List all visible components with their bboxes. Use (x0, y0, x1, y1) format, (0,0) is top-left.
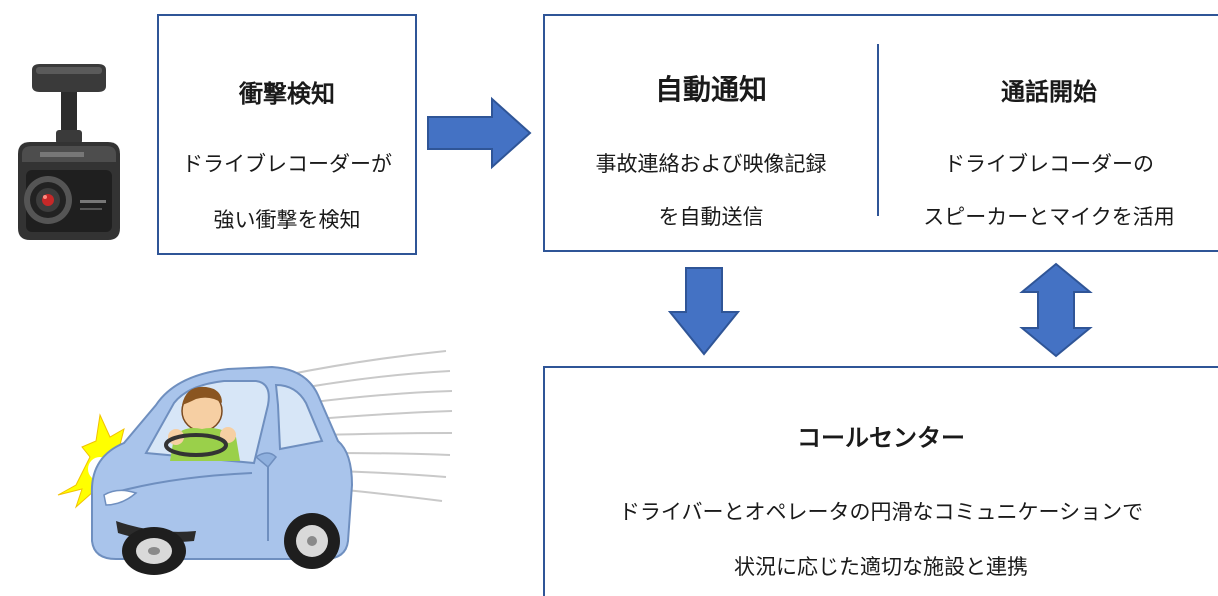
call-center-line2: 状況に応じた適切な施設と連携 (734, 555, 1028, 579)
call-start-title: 通話開始 (1001, 78, 1097, 106)
call-center-line1: ドライバーとオペレータの円滑なコミュニケーションで (618, 500, 1144, 524)
wheel-rear (284, 513, 340, 569)
impact-detection-line1: ドライブレコーダーが (182, 152, 392, 176)
auto-notify-column: 自動通知 事故連絡および映像記録 を自動送信 (545, 16, 877, 250)
impact-detection-title: 衝撃検知 (239, 80, 335, 108)
call-center-box: コールセンター ドライバーとオペレータの円滑なコミュニケーションで 状況に応じた… (543, 366, 1218, 596)
auto-notify-line1: 事故連絡および映像記録 (595, 152, 827, 176)
dashcam-illustration (18, 64, 120, 240)
auto-notify-line2: を自動送信 (658, 205, 764, 229)
call-start-line1: ドライブレコーダーの (944, 152, 1154, 176)
crash-car-illustration (57, 350, 453, 575)
auto-notify-title: 自動通知 (654, 73, 767, 106)
wheel-front (122, 527, 186, 575)
down-arrow-icon (667, 267, 741, 356)
up-down-arrow-icon (1019, 262, 1093, 358)
call-start-line2: スピーカーとマイクを活用 (923, 205, 1175, 229)
call-start-column: 通話開始 ドライブレコーダーの スピーカーとマイクを活用 (879, 16, 1218, 250)
impact-detection-line2: 強い衝撃を検知 (213, 208, 361, 232)
impact-detection-box: 衝撃検知 ドライブレコーダーが 強い衝撃を検知 (157, 14, 417, 255)
notification-box: 自動通知 事故連絡および映像記録 を自動送信 通話開始 ドライブレコーダーの ス… (543, 14, 1218, 252)
right-arrow-icon (427, 96, 532, 170)
column-divider (877, 44, 879, 216)
call-center-title: コールセンター (797, 424, 965, 452)
